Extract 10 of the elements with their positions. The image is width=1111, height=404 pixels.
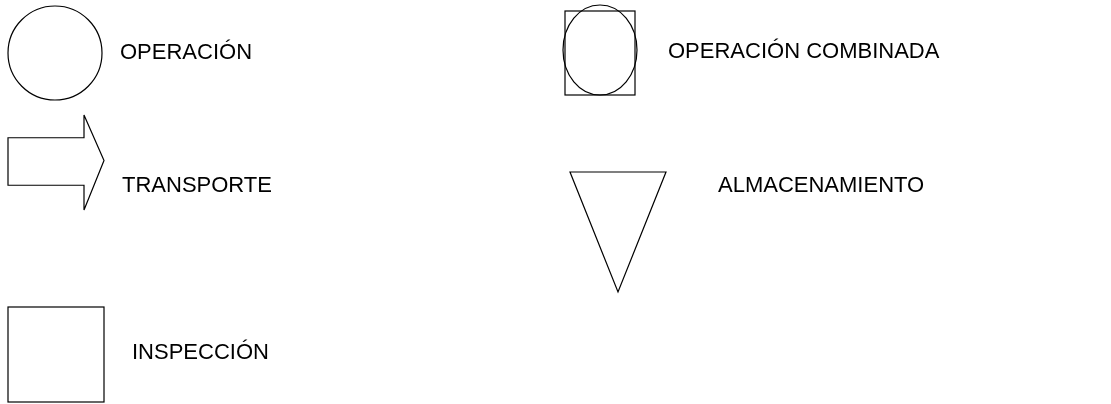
transport-arrow-symbol bbox=[6, 113, 106, 212]
inspection-square-symbol bbox=[6, 305, 106, 404]
symbol-label: TRANSPORTE bbox=[122, 171, 272, 199]
storage-triangle-symbol bbox=[568, 170, 668, 294]
combined-operation-symbol bbox=[561, 3, 639, 97]
symbol-label: INSPECCIÓN bbox=[132, 338, 269, 366]
symbol-label: OPERACIÓN bbox=[120, 38, 253, 66]
symbol-label: ALMACENAMIENTO bbox=[718, 171, 925, 199]
symbol-label: OPERACIÓN COMBINADA bbox=[668, 37, 940, 65]
operation-circle-symbol bbox=[6, 4, 104, 102]
